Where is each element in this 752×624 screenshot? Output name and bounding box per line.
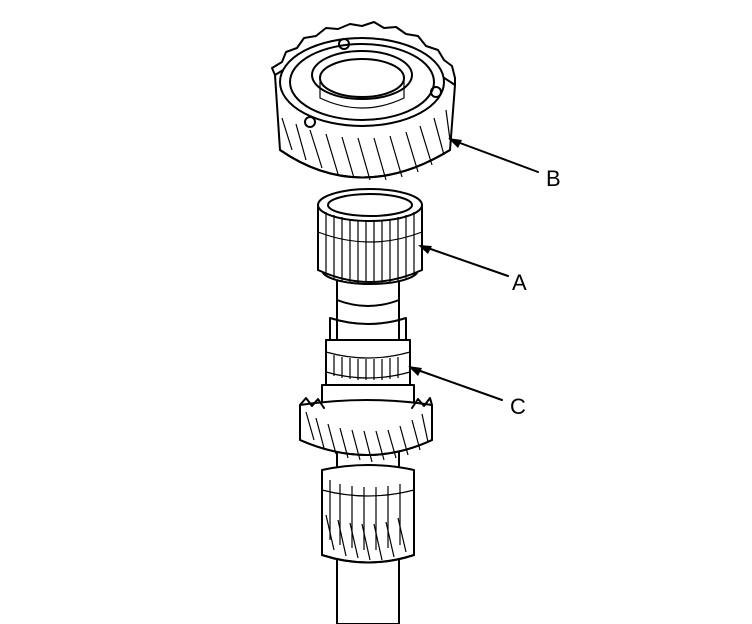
arrowhead-icon [448, 138, 462, 148]
label-a: A [512, 270, 527, 295]
arrowhead-icon [408, 366, 422, 376]
arrowhead-icon [418, 245, 432, 254]
top-gear [271, 21, 456, 181]
lower-gear-small [321, 464, 415, 564]
callout-b: B [448, 138, 561, 191]
label-b: B [546, 166, 561, 191]
spline-section [325, 351, 411, 380]
label-c: C [510, 394, 526, 419]
needle-bearing [317, 188, 423, 285]
lower-gear-large [299, 397, 433, 463]
callout-c: C [408, 366, 526, 419]
callout-a: A [418, 245, 527, 295]
